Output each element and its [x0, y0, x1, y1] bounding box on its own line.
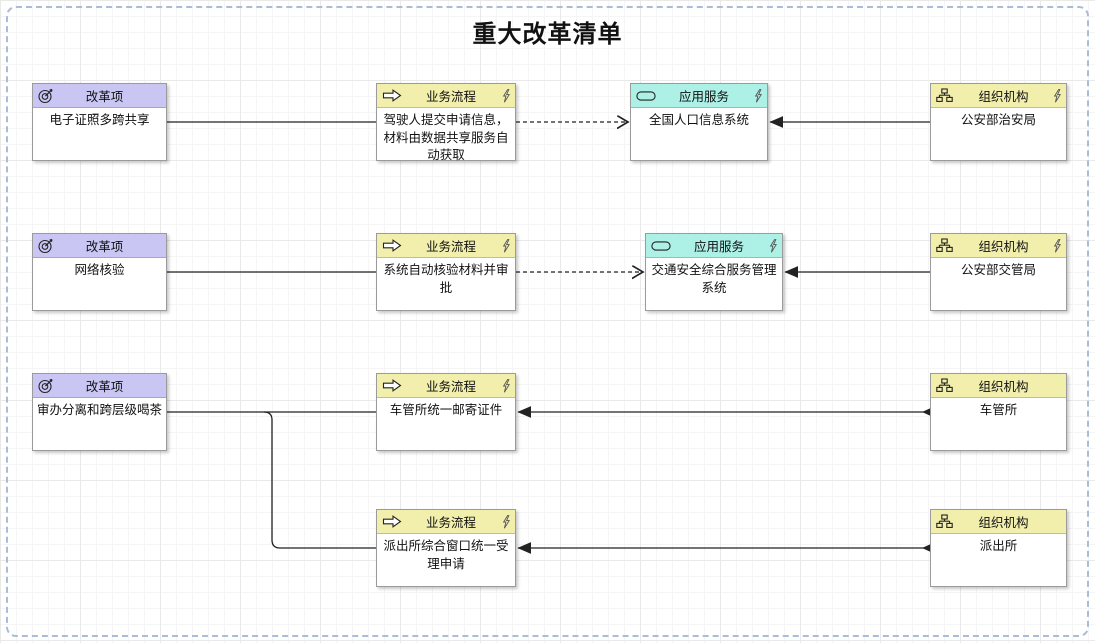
target-icon [38, 378, 58, 394]
node-label: 电子证照多跨共享 [49, 112, 150, 127]
node-service-2[interactable]: 应用服务 交通安全综合服务管理系统 [645, 233, 783, 311]
node-label: 审办分离和跨层级喝茶 [37, 402, 163, 417]
arrow-right-icon [382, 239, 402, 252]
node-label: 交通安全综合服务管理系统 [651, 262, 777, 295]
lightning-icon [500, 238, 510, 253]
target-icon [38, 88, 58, 104]
node-type-label: 改革项 [85, 89, 124, 104]
node-label: 车管所统一邮寄证件 [389, 402, 503, 417]
node-org-3[interactable]: 组织机构 车管所 [930, 373, 1067, 451]
lightning-icon [767, 238, 777, 253]
org-chart-icon [936, 513, 956, 530]
diagram-title: 重大改革清单 [472, 20, 623, 48]
node-reform-1[interactable]: 改革项 电子证照多跨共享 [32, 83, 167, 161]
node-label: 公安部交管局 [960, 262, 1036, 277]
node-type-label: 业务流程 [425, 515, 476, 530]
node-process-3[interactable]: 业务流程 车管所统一邮寄证件 [376, 373, 516, 451]
node-label: 派出所综合窗口统一受理申请 [383, 538, 509, 571]
lightning-icon [752, 88, 762, 103]
node-type-label: 组织机构 [978, 89, 1029, 104]
arrow-right-icon [382, 379, 402, 392]
node-process-4[interactable]: 业务流程 派出所综合窗口统一受理申请 [376, 509, 516, 587]
lightning-icon [1051, 238, 1061, 253]
org-chart-icon [936, 377, 956, 394]
node-type-label: 改革项 [85, 239, 124, 254]
node-type-label: 应用服务 [693, 239, 744, 254]
node-process-2[interactable]: 业务流程 系统自动核验材料并审批 [376, 233, 516, 311]
target-icon [38, 238, 58, 254]
node-org-1[interactable]: 组织机构 公安部治安局 [930, 83, 1067, 161]
lightning-icon [1051, 88, 1061, 103]
node-type-label: 业务流程 [425, 89, 476, 104]
lightning-icon [500, 514, 510, 529]
node-type-label: 组织机构 [978, 379, 1029, 394]
node-type-label: 业务流程 [425, 239, 476, 254]
node-label: 公安部治安局 [960, 112, 1036, 127]
node-label: 全国人口信息系统 [648, 112, 749, 127]
node-org-2[interactable]: 组织机构 公安部交管局 [930, 233, 1067, 311]
node-org-4[interactable]: 组织机构 派出所 [930, 509, 1067, 587]
lightning-icon [500, 88, 510, 103]
org-chart-icon [936, 87, 956, 104]
node-type-label: 组织机构 [978, 239, 1029, 254]
node-type-label: 应用服务 [678, 89, 729, 104]
node-label: 系统自动核验材料并审批 [383, 262, 509, 295]
node-process-1[interactable]: 业务流程 驾驶人提交申请信息，材料由数据共享服务自动获取 [376, 83, 516, 162]
arrow-right-icon [382, 515, 402, 528]
rounded-rect-icon [636, 90, 656, 102]
node-type-label: 业务流程 [425, 379, 476, 394]
org-chart-icon [936, 237, 956, 254]
node-label: 车管所 [979, 402, 1018, 417]
node-reform-3[interactable]: 改革项 审办分离和跨层级喝茶 [32, 373, 167, 451]
lightning-icon [500, 378, 510, 393]
node-label: 驾驶人提交申请信息，材料由数据共享服务自动获取 [383, 112, 509, 162]
node-type-label: 改革项 [85, 379, 124, 394]
node-label: 派出所 [979, 538, 1018, 553]
arrow-right-icon [382, 89, 402, 102]
node-type-label: 组织机构 [978, 515, 1029, 530]
node-service-1[interactable]: 应用服务 全国人口信息系统 [630, 83, 768, 161]
node-label: 网络核验 [74, 262, 125, 277]
node-reform-2[interactable]: 改革项 网络核验 [32, 233, 167, 311]
rounded-rect-icon [651, 240, 671, 252]
